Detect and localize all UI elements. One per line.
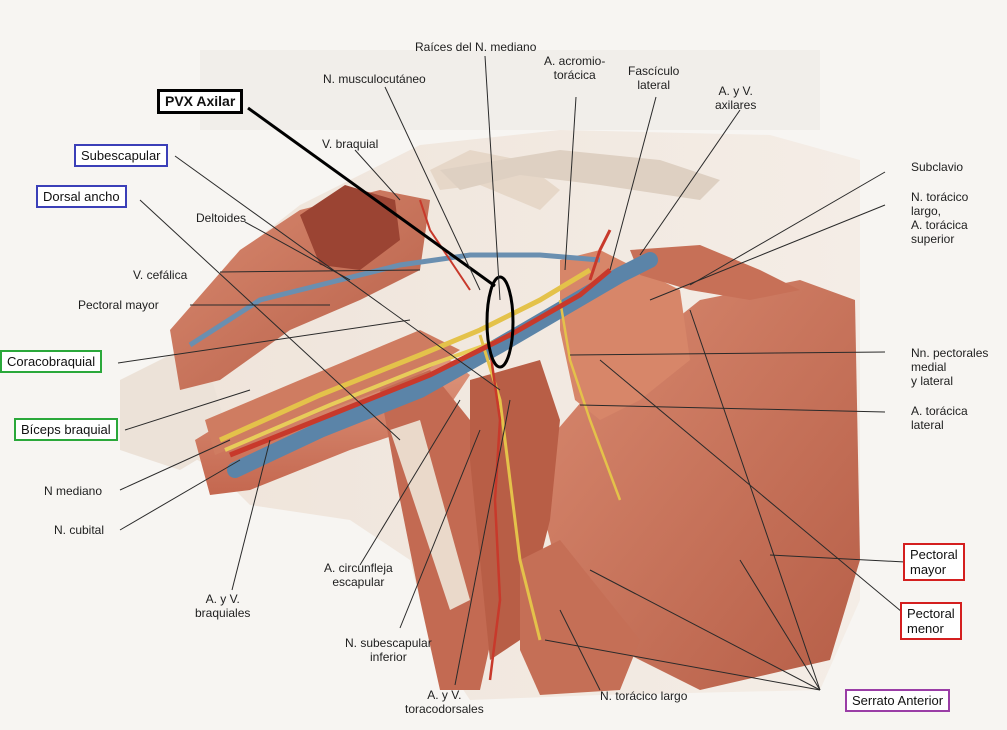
pvx-axilar-pointer xyxy=(247,106,496,288)
pvx-axilar-ellipse xyxy=(485,275,515,369)
artery-branch xyxy=(488,349,502,681)
pectoral-menor-label: Pectoral menor xyxy=(900,602,962,640)
a-toracica-lateral-label: A. torácica lateral xyxy=(911,404,968,432)
tendon-strip xyxy=(390,420,470,610)
serratus-muscle xyxy=(520,540,640,695)
axillary-vein xyxy=(227,252,658,478)
a-circunfleja-label: A. circunfleja escapular xyxy=(324,561,393,589)
artery-branch-2 xyxy=(588,229,612,281)
raices-mediano-label: Raíces del N. mediano xyxy=(415,40,537,54)
pvx-axilar-label: PVX Axilar xyxy=(157,89,244,114)
serrato-anterior-label: Serrato Anterior xyxy=(845,689,951,712)
fasciculo-lateral-label: Fascículo lateral xyxy=(628,64,680,92)
n-subescapular-inferior-label: N. subescapular inferior xyxy=(345,636,432,664)
deltoid-flap xyxy=(300,185,400,270)
n-cubital-label: N. cubital xyxy=(54,523,105,537)
clavicle xyxy=(440,150,720,200)
n-toracico-largo-a-toracica-sup-label: N. torácico largo, A. torácica superior xyxy=(911,190,969,246)
cephalic-vein xyxy=(188,252,601,348)
coracobraquial-label: Coracobraquial xyxy=(0,350,103,373)
a-acromiotoracica-label: A. acromio- torácica xyxy=(544,54,606,82)
nn-pectorales-label: Nn. pectorales medial y lateral xyxy=(911,346,989,388)
pectoral-mayor-text-label: Pectoral mayor xyxy=(78,298,159,312)
a-v-axilares-label: A. y V. axilares xyxy=(715,84,757,112)
n-musculocutaneo-label: N. musculocutáneo xyxy=(323,72,426,86)
paper-panel-top xyxy=(200,50,820,130)
nerve-bundle-2 xyxy=(224,338,501,452)
nerve-branch-2 xyxy=(558,299,622,501)
v-cefalica-label: V. cefálica xyxy=(133,268,188,282)
n-mediano-label: N mediano xyxy=(44,484,103,498)
dorsal-ancho-label: Dorsal ancho xyxy=(36,185,127,208)
n-toracico-largo-label: N. torácico largo xyxy=(600,689,688,703)
nerve-bundle-1 xyxy=(218,267,592,443)
pectoral-mayor-label: Pectoral mayor xyxy=(903,543,965,581)
a-v-toracodorsales-label: A. y V. toracodorsales xyxy=(405,688,484,716)
biceps-braquial-label: Bíceps braquial xyxy=(14,418,118,441)
leader-lines xyxy=(117,55,906,691)
subescapular-label: Subescapular xyxy=(74,144,168,167)
subclavius-muscle xyxy=(630,245,800,300)
a-v-braquiales-label: A. y V. braquiales xyxy=(195,592,251,620)
axillary-artery xyxy=(229,268,612,458)
v-braquial-label: V. braquial xyxy=(322,137,379,151)
deltoides-label: Deltoides xyxy=(196,211,247,225)
subclavio-label: Subclavio xyxy=(911,160,964,174)
